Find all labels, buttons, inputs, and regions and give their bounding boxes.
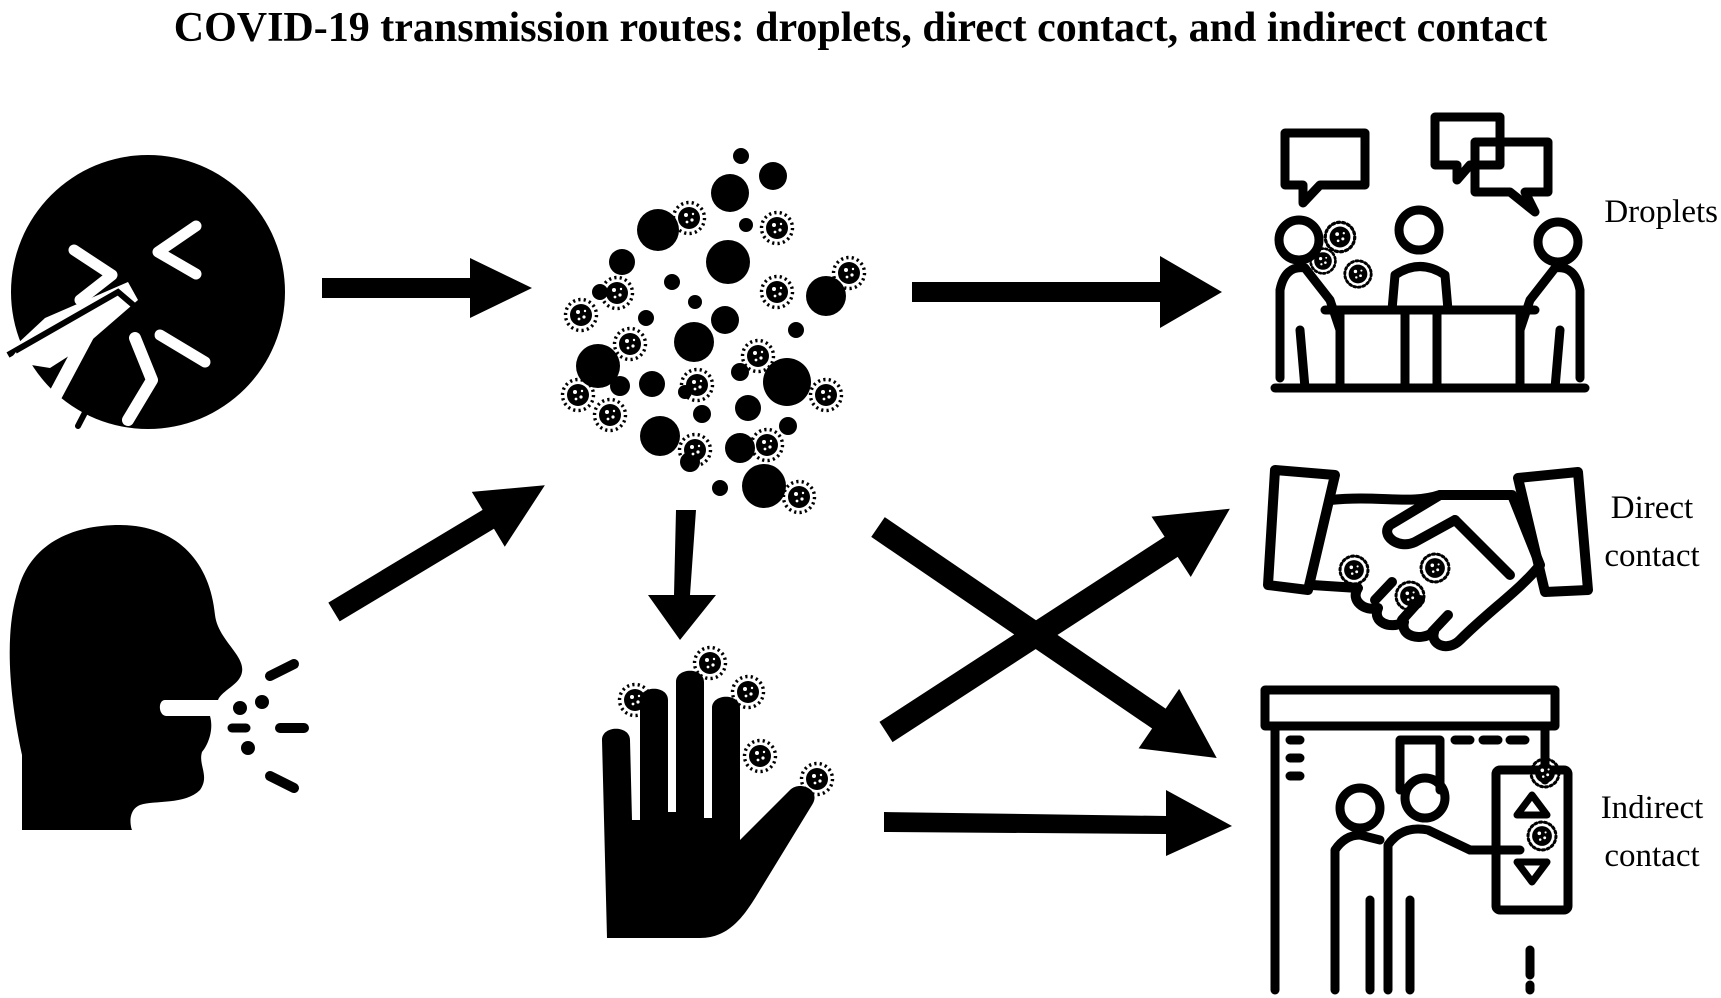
arrow-hand-to-direct xyxy=(879,508,1230,743)
direct-contact-label-line1: Direct xyxy=(1611,490,1693,526)
arrow-cloud-to-droplets-route xyxy=(912,256,1222,328)
contaminated-hand-icon xyxy=(602,645,835,938)
indirect-contact-label-line1: Indirect xyxy=(1601,790,1704,826)
exhaling-head-icon xyxy=(9,525,309,830)
droplet-cloud-icon xyxy=(560,148,867,515)
droplets-label: Droplets xyxy=(1604,194,1718,230)
sneezing-face-icon xyxy=(0,155,285,429)
arrow-hand-to-indirect xyxy=(884,790,1232,856)
handshake-icon xyxy=(1263,465,1593,652)
arrow-sneeze-to-droplets xyxy=(322,258,532,318)
arrow-breath-to-droplets xyxy=(328,485,545,622)
diagram-title: COVID-19 transmission routes: droplets, … xyxy=(173,5,1548,51)
indirect-contact-label-line2: contact xyxy=(1604,838,1699,874)
arrow-cloud-to-hand xyxy=(648,510,716,640)
direct-contact-label-line2: contact xyxy=(1604,538,1699,574)
elevator-icon xyxy=(1260,685,1573,995)
meeting-table-icon xyxy=(1270,112,1590,393)
